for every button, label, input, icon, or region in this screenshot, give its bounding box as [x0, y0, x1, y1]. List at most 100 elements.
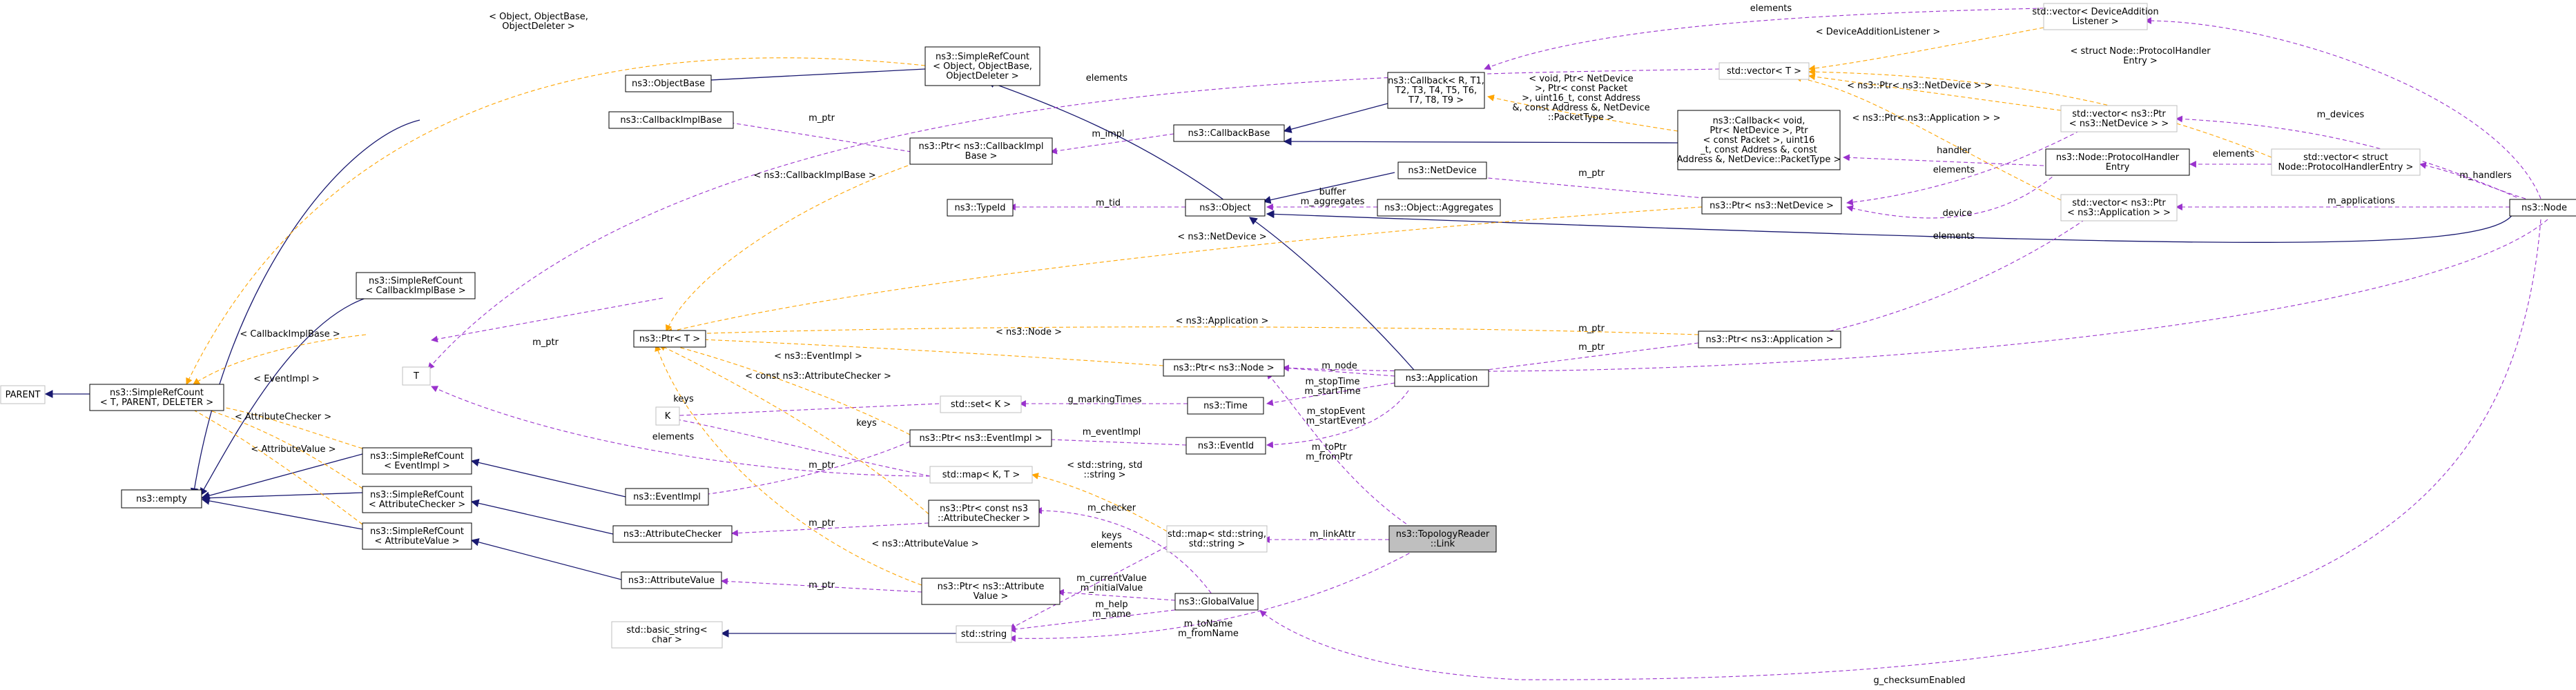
class-node-topologyreader-link[interactable]: ns3::TopologyReader::Link	[1388, 525, 1497, 553]
edge-use-m-deviceaddition	[2144, 17, 2541, 199]
class-node-label: ns3::SimpleRefCount	[936, 52, 1029, 62]
class-node-box	[1163, 359, 1285, 377]
edge-label-keys-map: keys	[856, 418, 877, 428]
class-node-vec-t[interactable]: std::vector< T >	[1718, 62, 1810, 80]
class-node-protocolhandler[interactable]: ns3::Node::ProtocolHandlerEntry	[2045, 148, 2190, 176]
edge-tmpl-map-string	[1032, 473, 1168, 532]
class-node-typeid[interactable]: ns3::TypeId	[947, 199, 1014, 217]
class-node-label: ns3::Object::Aggregates	[1384, 203, 1493, 213]
edge-label-string-tmpl: < std::string, std	[1067, 460, 1143, 471]
class-node-attributevalue[interactable]: ns3::AttributeValue	[621, 571, 722, 589]
class-node-time[interactable]: ns3::Time	[1187, 397, 1264, 415]
class-node-empty[interactable]: ns3::empty	[121, 489, 202, 509]
edge-label-m-node: m_node	[1321, 361, 1357, 371]
class-node-ptr-callbackimplbase[interactable]: ns3::Ptr< ns3::CallbackImplBase >	[909, 137, 1053, 165]
class-node-ptr-t[interactable]: ns3::Ptr< T >	[633, 330, 706, 348]
edge-inherit-eventimpl	[470, 458, 626, 497]
edge-label-cib-tmpl: < ns3::CallbackImplBase >	[753, 170, 875, 181]
edge-use-handler	[1843, 154, 2044, 166]
class-node-vec-protocolhandler[interactable]: std::vector< structNode::ProtocolHandler…	[2271, 148, 2421, 176]
class-node-vec-ptr-netdevice[interactable]: std::vector< ns3::Ptr< ns3::NetDevice > …	[2060, 105, 2178, 132]
edge-use-m-node	[1282, 364, 1395, 377]
class-node-ptr-application[interactable]: ns3::Ptr< ns3::Application >	[1698, 331, 1841, 348]
edge-label-elements-dal: elements	[1750, 3, 1792, 14]
class-node-src-object[interactable]: ns3::SimpleRefCount< Object, ObjectBase,…	[924, 46, 1040, 86]
class-node-label: ns3::Ptr< ns3::Application >	[1705, 335, 1833, 345]
class-node-netdevice[interactable]: ns3::NetDevice	[1397, 161, 1487, 179]
class-node-ptr-attributechecker[interactable]: ns3::Ptr< const ns3::AttributeChecker >	[928, 500, 1040, 527]
class-node-box	[1377, 199, 1501, 217]
edge-label-elements-nd: elements	[1933, 165, 1975, 175]
edge-inherit-object-src	[986, 80, 1230, 204]
class-node-objectbase[interactable]: ns3::ObjectBase	[625, 75, 712, 92]
class-node-label: std::string >	[1189, 539, 1245, 549]
class-node-t[interactable]: T	[402, 366, 431, 386]
class-node-box	[1185, 199, 1266, 217]
edge-use-ptr-ev	[678, 441, 911, 501]
class-node-ptr-node[interactable]: ns3::Ptr< ns3::Node >	[1163, 359, 1285, 377]
class-node-vec-ptr-application[interactable]: std::vector< ns3::Ptr< ns3::Application …	[2060, 194, 2178, 221]
class-node-box	[1397, 161, 1487, 179]
class-node-string[interactable]: std::string	[956, 625, 1012, 643]
class-node-globalvalue[interactable]: ns3::GlobalValue	[1174, 593, 1259, 611]
class-node-attributechecker[interactable]: ns3::AttributeChecker	[612, 525, 733, 543]
class-node-object[interactable]: ns3::Object	[1185, 199, 1266, 217]
class-node-box	[2271, 148, 2421, 176]
class-node-label: T7, T8, T9 >	[1408, 95, 1464, 106]
edge-label-m-ptr-ev: m_ptr	[808, 460, 835, 471]
class-node-src-attributechecker[interactable]: ns3::SimpleRefCount< AttributeChecker >	[362, 486, 472, 513]
class-node-label: < const Packet >, uint16	[1703, 135, 1815, 146]
class-node-src-callbackimplbase[interactable]: ns3::SimpleRefCount< CallbackImplBase >	[356, 272, 476, 299]
class-node-box	[362, 447, 472, 475]
edge-inherit-callbackimplbase-empty	[190, 119, 420, 497]
edge-label-void-ptrnd: >, Ptr< const Packet	[1535, 83, 1627, 94]
class-node-eventimpl[interactable]: ns3::EventImpl	[625, 488, 709, 506]
class-node-label: Node::ProtocolHandlerEntry >	[2278, 162, 2414, 172]
edge-inherit-attributevalue	[470, 538, 622, 580]
edge-use-to-from	[1266, 372, 1413, 529]
class-node-label: ns3::Ptr< ns3::Node >	[1173, 363, 1274, 373]
class-node-k[interactable]: K	[655, 406, 680, 426]
edge-label-to-name: m_toName	[1184, 619, 1233, 629]
class-node-ptr-netdevice[interactable]: ns3::Ptr< ns3::NetDevice >	[1701, 197, 1842, 215]
class-node-label: ns3::Node::ProtocolHandler	[2056, 152, 2180, 163]
edge-label-ptr-nd-vec: < ns3::Ptr< ns3::NetDevice > >	[1847, 81, 1992, 91]
edge-label-ptr-app-vec: < ns3::Ptr< ns3::Application > >	[1852, 113, 2000, 124]
class-node-ptr-attributevalue[interactable]: ns3::Ptr< ns3::AttributeValue >	[921, 578, 1061, 605]
class-node-set-k[interactable]: std::set< K >	[940, 395, 1022, 413]
edge-use-m-handlers	[2419, 162, 2526, 199]
class-node-label: < CallbackImplBase >	[365, 286, 465, 296]
class-node-application[interactable]: ns3::Application	[1394, 369, 1489, 387]
edge-use-elements-nd	[1846, 124, 2093, 206]
class-node-label: ns3::Callback< R, T1,	[1388, 76, 1484, 86]
class-node-map-string[interactable]: std::map< std::string,std::string >	[1166, 525, 1268, 553]
edge-label-elements-ph: elements	[2213, 149, 2255, 159]
edge-inherit-src-value	[201, 497, 363, 530]
class-node-box	[362, 486, 472, 513]
class-node-label: ns3::TopologyReader	[1396, 529, 1490, 540]
class-node-box	[924, 46, 1040, 86]
class-node-src-attributevalue[interactable]: ns3::SimpleRefCount< AttributeValue >	[362, 522, 472, 550]
class-node-callback-void[interactable]: ns3::Callback< void,Ptr< NetDevice >, Pt…	[1677, 110, 1841, 170]
class-node-box	[612, 525, 733, 543]
class-node-box	[89, 384, 224, 411]
class-node-box	[362, 522, 472, 550]
class-node-callback-t[interactable]: ns3::Callback< R, T1,T2, T3, T4, T5, T6,…	[1387, 72, 1485, 109]
edge-tmpl-callback	[1487, 95, 1678, 132]
edge-use-keys-set	[666, 403, 940, 420]
class-node-vec-deviceaddition[interactable]: std::vector< DeviceAdditionListener >	[2032, 3, 2159, 30]
class-node-callbackimplbase[interactable]: ns3::CallbackImplBase	[608, 111, 734, 129]
class-node-callbackbase[interactable]: ns3::CallbackBase	[1173, 124, 1285, 142]
edge-tmpl-src-cib	[193, 334, 367, 385]
class-node-aggregates[interactable]: ns3::Object::Aggregates	[1377, 199, 1501, 217]
class-node-eventid[interactable]: ns3::EventId	[1185, 437, 1266, 455]
class-node-src-eventimpl[interactable]: ns3::SimpleRefCount< EventImpl >	[362, 447, 472, 475]
edge-label-nd-tmpl: < ns3::NetDevice >	[1177, 232, 1266, 242]
class-node-parent[interactable]: PARENT	[0, 385, 46, 404]
class-node-node[interactable]: ns3::Node	[2509, 199, 2576, 217]
class-node-simplerefcount-tpd[interactable]: ns3::SimpleRefCount< T, PARENT, DELETER …	[89, 384, 224, 411]
edge-tmpl-ptr-node	[666, 335, 1164, 366]
class-node-map-kt[interactable]: std::map< K, T >	[929, 466, 1033, 484]
class-node-ptr-eventimpl[interactable]: ns3::Ptr< ns3::EventImpl >	[909, 429, 1052, 447]
class-node-basic-string[interactable]: std::basic_string<char >	[611, 621, 723, 649]
